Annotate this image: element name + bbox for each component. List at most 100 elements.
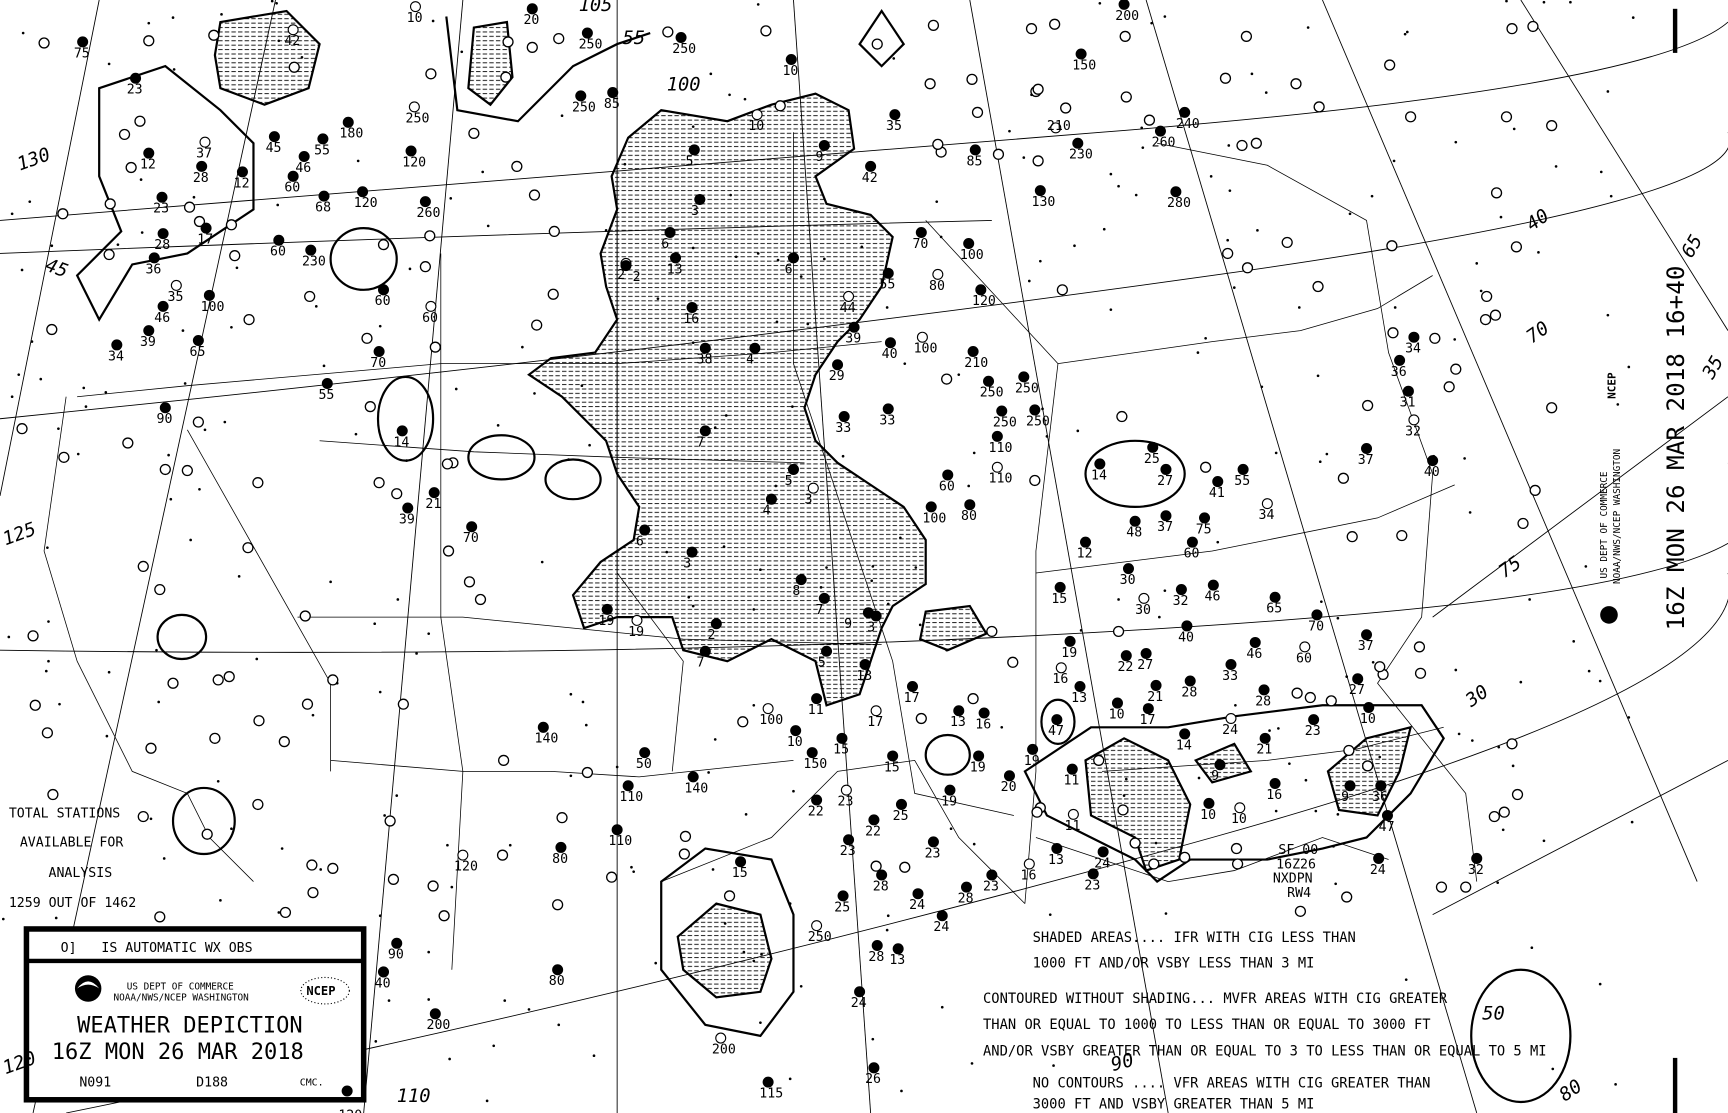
station-dot-icon <box>1048 913 1052 916</box>
product-id: SF 00 16Z26 NXDPN RW4 <box>1273 843 1318 901</box>
station-sky-cover-icon <box>157 300 169 312</box>
station-dot-icon <box>277 911 281 914</box>
station-sky-cover-icon <box>298 150 310 162</box>
station-sky-cover-icon <box>795 574 807 586</box>
station-dot-icon <box>481 170 485 174</box>
station-ceiling-label: 17 <box>1140 713 1156 728</box>
station-sky-cover-icon <box>409 1 421 13</box>
station-dot-icon <box>44 669 48 673</box>
station-dot-icon <box>756 3 760 6</box>
vfr-station-circles <box>1 0 1635 1103</box>
station-sky-cover-icon <box>710 618 722 630</box>
code-3: CMC. <box>300 1077 324 1088</box>
station-ceiling-label: 17 <box>197 233 213 248</box>
agency-line2: NOAA/NWS/NCEP WASHINGTON <box>114 993 249 1004</box>
station-dot-icon <box>1336 616 1340 620</box>
station-ceiling-label: 35 <box>168 290 184 305</box>
vfr-station-icon <box>125 161 137 174</box>
station-dot-icon <box>691 125 695 129</box>
station-sky-cover-icon <box>1118 0 1130 10</box>
vfr-station-icon <box>1341 891 1353 903</box>
station-dot-icon <box>1 917 5 921</box>
vfr-station-icon <box>122 437 134 449</box>
station-ceiling-label: 34 <box>1259 508 1275 523</box>
station-sky-cover-icon <box>1259 732 1271 744</box>
vfr-station-icon <box>500 71 512 83</box>
station-sky-cover-icon <box>1074 681 1086 693</box>
vfr-station-icon <box>58 451 70 463</box>
station-dot-icon <box>1598 982 1602 986</box>
station-sky-cover-icon <box>639 747 651 759</box>
product-id-line: SF 00 <box>1278 843 1318 858</box>
station-ceiling-label: 55 <box>318 388 334 403</box>
station-dot-icon <box>1027 279 1031 283</box>
station-sky-cover-icon <box>196 160 208 172</box>
vfr-station-icon <box>1060 102 1072 114</box>
station-dot-icon <box>405 459 408 462</box>
note-line: 3000 FT AND VSBY GREATER THAN 5 MI <box>1033 1097 1315 1113</box>
station-ceiling-label: 6 <box>636 534 644 549</box>
station-dot-icon <box>1475 262 1479 265</box>
station-ceiling-label: 37 <box>196 147 212 162</box>
noaa-logo-icon <box>74 975 102 1002</box>
vfr-station-icon <box>531 319 543 331</box>
vfr-station-icon <box>252 477 264 489</box>
station-ceiling-label: 250 <box>672 42 696 57</box>
vfr-station-icon <box>1029 474 1041 487</box>
station-dot-icon <box>396 598 400 601</box>
station-dot-icon <box>105 734 109 738</box>
station-dot-icon <box>1606 90 1610 93</box>
station-dot-icon <box>1497 745 1501 749</box>
station-dot-icon <box>1102 227 1106 231</box>
vfr-station-icon <box>1291 687 1303 699</box>
vfr-station-icon <box>373 477 385 489</box>
station-dot-icon <box>1551 1067 1555 1071</box>
station-ceiling-label: 70 <box>912 237 928 252</box>
station-dot-icon <box>729 193 732 197</box>
station-ceiling-label: 90 <box>388 948 404 963</box>
station-ceiling-label: 60 <box>284 181 300 196</box>
station-ceiling-label: 110 <box>989 472 1013 487</box>
station-dot-icon <box>632 870 635 873</box>
vfr-station-icon <box>556 812 568 824</box>
station-ceiling-label: 7 <box>696 435 704 450</box>
vfr-station-icon <box>552 899 564 911</box>
station-sky-cover-icon <box>1375 780 1387 792</box>
station-dot-icon <box>427 950 431 954</box>
station-ceiling-label: 110 <box>619 790 643 805</box>
vfr-station-icon <box>306 859 318 871</box>
vfr-station-icon <box>606 871 618 883</box>
station-dot-icon <box>223 420 227 424</box>
station-dot-icon <box>744 813 748 816</box>
station-sky-cover-icon <box>953 705 965 717</box>
station-dot-icon <box>1227 144 1231 147</box>
station-ceiling-label: 10 <box>787 735 803 750</box>
station-count-line3: ANALYSIS <box>48 866 112 881</box>
station-ceiling-label: 110 <box>989 441 1013 456</box>
product-id-line: NXDPN <box>1273 872 1313 887</box>
station-dot-icon <box>28 200 32 203</box>
vfr-station-icon <box>419 261 432 273</box>
station-dot-icon <box>691 604 695 608</box>
station-sky-cover-icon <box>341 1085 353 1097</box>
vfr-station-icon <box>38 37 50 49</box>
ifr-area-missouri <box>918 604 988 652</box>
station-dot-icon <box>450 885 454 889</box>
station-ceiling-label: 25 <box>893 809 909 824</box>
station-sky-cover-icon <box>699 342 711 354</box>
station-ceiling-label: 37 <box>1157 520 1173 535</box>
station-dot-icon <box>1599 170 1603 174</box>
station-ceiling-label: 80 <box>549 974 565 989</box>
station-dot-icon <box>604 228 608 232</box>
station-ceiling-label: 110 <box>608 834 632 849</box>
station-ceiling-label: 34 <box>108 349 124 364</box>
station-dot-icon <box>1318 460 1322 464</box>
station-sky-cover-icon <box>555 841 567 853</box>
station-dot-icon <box>383 814 386 817</box>
vfr-station-icon <box>966 73 978 85</box>
station-sky-cover-icon <box>159 402 171 414</box>
station-ceiling-label: 23 <box>1305 724 1321 739</box>
station-ceiling-label: 38 <box>696 353 712 368</box>
vfr-station-icon <box>424 230 436 242</box>
ifr-area-texas <box>676 902 773 999</box>
